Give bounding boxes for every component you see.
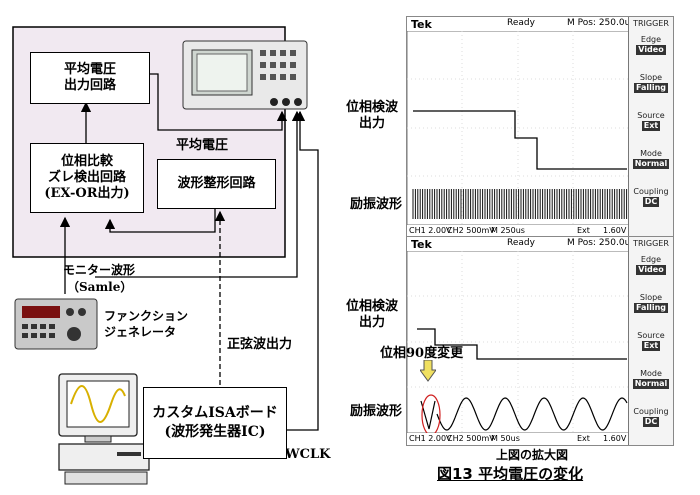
trigger-option-value: Normal — [632, 159, 670, 169]
trigger-option-value: Video — [636, 265, 666, 275]
oscilloscope-icon — [182, 40, 308, 110]
scope-footer-readout: M 250us — [491, 226, 525, 235]
scope-top-traces — [407, 31, 629, 225]
avg-voltage-label: 平均電圧 — [176, 138, 229, 153]
ready-status: Ready — [507, 18, 535, 28]
down-arrow-icon — [420, 360, 436, 382]
phase-compare-circuit: 位相比較 ズレ検出回路 (EX-OR出力) — [30, 143, 144, 213]
trigger-header: TRIGGER — [633, 239, 669, 248]
sample-label: （Samle） — [67, 280, 133, 294]
wclk-label: WCLK — [285, 447, 331, 462]
m-pos: M Pos: 250.0us — [567, 238, 635, 248]
tek-brand: Tek — [411, 238, 432, 251]
trigger-option-title: Coupling — [633, 407, 669, 416]
monitor-wave-label: モニター波形 — [63, 263, 136, 277]
scope-footer-readout: CH2 500mV — [447, 226, 495, 235]
custom-isa-board: カスタムISAボード (波形発生器IC) — [143, 387, 287, 459]
scope-footer-readout: 1.60V — [603, 226, 627, 235]
trigger-option-title: Source — [637, 111, 665, 120]
scope-footer-readout: CH1 2.00V — [409, 434, 452, 443]
function-generator-label: ファンクション ジェネレータ — [104, 309, 189, 339]
trigger-option-value: Ext — [641, 341, 661, 351]
sine-output-label: 正弦波出力 — [227, 337, 293, 352]
trigger-option-title: Mode — [640, 149, 662, 158]
scope-bottom-traces — [407, 251, 629, 433]
scope-footer-readout: Ext — [577, 226, 590, 235]
avg-voltage-circuit: 平均電圧 出力回路 — [30, 52, 150, 104]
trigger-option-value: Ext — [641, 121, 661, 131]
zoom-caption: 上図の拡大図 — [496, 448, 569, 462]
trigger-option-title: Slope — [639, 293, 663, 302]
trigger-option-value: DC — [642, 417, 660, 427]
phase-change-label: 位相90度変更 — [380, 346, 464, 361]
m-pos: M Pos: 250.0us — [567, 18, 635, 28]
trigger-option-title: Edge — [640, 255, 662, 264]
excitation-label-top: 励振波形 — [350, 197, 403, 212]
tek-brand: Tek — [411, 18, 432, 31]
trigger-option-value: Falling — [633, 303, 669, 313]
phase-detect-label-bottom: 位相検波 出力 — [346, 299, 399, 330]
trigger-option-value: Falling — [633, 83, 669, 93]
trigger-option-value: Video — [636, 45, 666, 55]
trigger-option-title: Source — [637, 331, 665, 340]
excitation-label-bottom: 励振波形 — [350, 404, 403, 419]
scope-footer-readout: CH1 2.00V — [409, 226, 452, 235]
trigger-option-title: Coupling — [633, 187, 669, 196]
trigger-option-title: Mode — [640, 369, 662, 378]
figure-caption: 図13 平均電圧の変化 — [437, 465, 584, 483]
scope-footer-readout: 1.60V — [603, 434, 627, 443]
trigger-option-value: Normal — [632, 379, 670, 389]
phase-detect-label-top: 位相検波 出力 — [346, 100, 399, 131]
trigger-option-title: Slope — [639, 73, 663, 82]
ready-status: Ready — [507, 238, 535, 248]
computer-icon — [58, 373, 150, 485]
trigger-header: TRIGGER — [633, 19, 669, 28]
trigger-option-title: Edge — [640, 35, 662, 44]
function-generator-icon — [14, 298, 98, 350]
scope-footer-readout: Ext — [577, 434, 590, 443]
scope-footer-readout: M 50us — [491, 434, 520, 443]
scope-footer-readout: CH2 500mV — [447, 434, 495, 443]
trigger-option-value: DC — [642, 197, 660, 207]
wave-shaper-circuit: 波形整形回路 — [157, 159, 276, 209]
